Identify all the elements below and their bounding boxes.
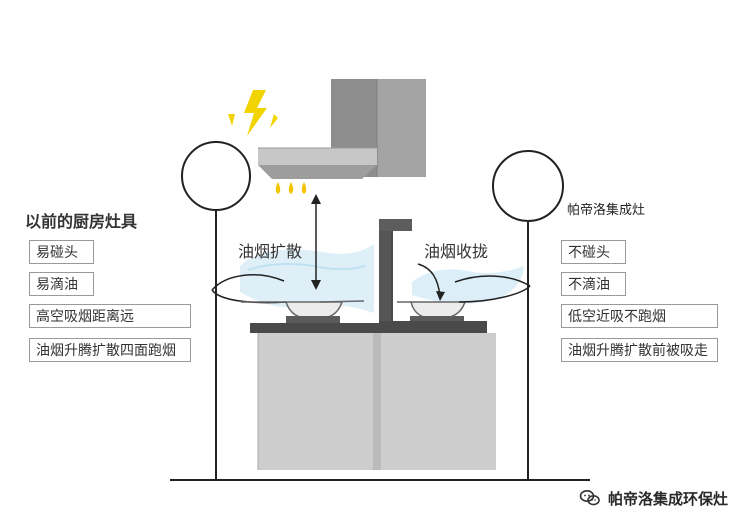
right-item-3: 低空近吸不跑烟 xyxy=(561,304,718,328)
integrated-stove-unit xyxy=(373,219,496,470)
range-hood xyxy=(258,79,426,179)
right-smoke-area xyxy=(412,266,524,304)
lightning-warning-icon xyxy=(228,90,278,136)
left-item-3: 高空吸烟距离远 xyxy=(29,304,191,328)
vertical-distance-arrow xyxy=(311,194,321,290)
footer-brand: 帕帝洛集成环保灶 xyxy=(578,486,728,510)
left-cabinet xyxy=(250,323,379,470)
right-panel-title: 帕帝洛集成灶 xyxy=(567,203,646,218)
footer-text: 帕帝洛集成环保灶 xyxy=(607,489,728,508)
left-panel-title: 以前的厨房灶具 xyxy=(25,212,138,231)
wechat-icon xyxy=(579,490,600,506)
left-item-1: 易碰头 xyxy=(29,240,94,264)
right-item-2: 不滴油 xyxy=(561,272,626,296)
left-item-4: 油烟升腾扩散四面跑烟 xyxy=(29,338,191,362)
suction-arrow xyxy=(417,263,445,301)
right-person-silhouette xyxy=(492,150,564,480)
oil-drops-icon xyxy=(275,182,307,194)
left-item-2: 易滴油 xyxy=(29,272,94,296)
left-smoke-area xyxy=(240,244,374,313)
right-item-1: 不碰头 xyxy=(561,240,626,264)
right-center-label: 油烟收拢 xyxy=(424,242,489,261)
right-item-4: 油烟升腾扩散前被吸走 xyxy=(561,338,718,362)
left-center-label: 油烟扩散 xyxy=(238,242,303,261)
left-person-silhouette xyxy=(181,141,251,480)
